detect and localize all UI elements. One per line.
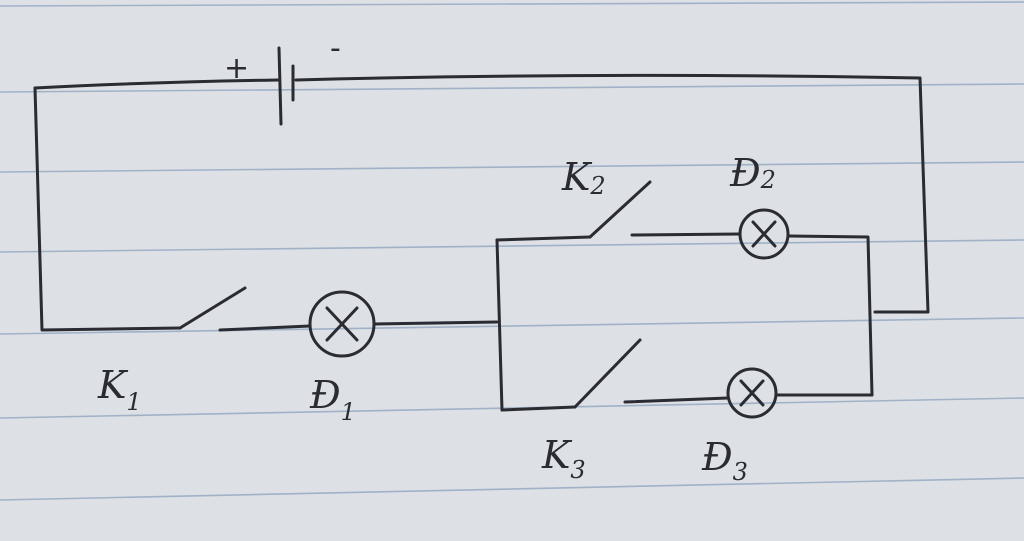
- lamp-d2: Đ2: [729, 151, 790, 260]
- battery: + -: [33, 31, 922, 126]
- d1-letter: Đ: [309, 373, 341, 417]
- d3-letter: Đ: [701, 435, 733, 479]
- d1-sub: 1: [341, 398, 356, 426]
- svg-text:K1: K1: [97, 363, 142, 416]
- k3-letter: K: [541, 433, 573, 477]
- d2-letter: Đ: [729, 151, 761, 195]
- wires: [33, 76, 930, 412]
- d2-sub: 2: [760, 166, 776, 194]
- battery-plus-label: +: [224, 51, 249, 86]
- lamp-d1: Đ1: [308, 290, 376, 426]
- svg-text:Đ2: Đ2: [729, 151, 776, 195]
- k2-letter: K: [561, 155, 593, 199]
- k2-sub: 2: [589, 172, 605, 200]
- k3-sub: 3: [570, 456, 585, 484]
- k1-letter: K: [97, 363, 129, 407]
- svg-text:Đ3: Đ3: [701, 435, 748, 486]
- svg-text:K3: K3: [541, 433, 586, 484]
- svg-text:Đ1: Đ1: [309, 373, 356, 426]
- switch-k1: K1: [97, 286, 247, 416]
- ruled-lines: [0, 1, 1024, 501]
- lamp-d3: Đ3: [701, 367, 778, 486]
- switch-k3: K3: [541, 338, 642, 484]
- switch-k2: K2: [561, 155, 652, 239]
- svg-text:K2: K2: [561, 155, 606, 200]
- d3-sub: 3: [733, 458, 748, 486]
- k1-sub: 1: [126, 388, 141, 416]
- battery-minus-label: -: [330, 31, 341, 66]
